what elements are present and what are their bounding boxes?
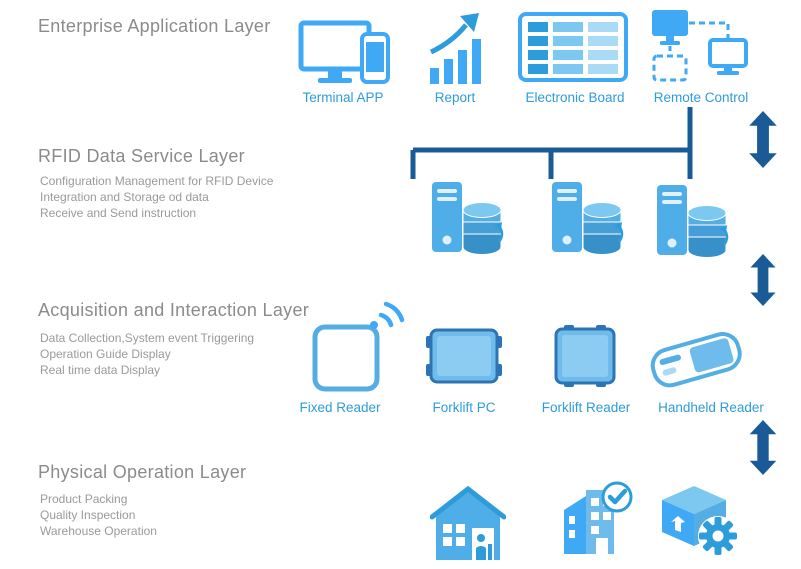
layer-title-rfid-data-service: RFID Data Service Layer (38, 146, 245, 166)
layer-title-enterprise-application: Enterprise Application Layer (38, 16, 271, 36)
remote-control-icon linked-monitors-icon (650, 8, 750, 88)
rfid-layer-subtext-3: Receive and Send instruction (40, 206, 197, 220)
handheld-reader-icon handheld-terminal-icon (648, 314, 743, 396)
rfid-layer-subtext-1: Configuration Management for RFID Device (40, 174, 274, 188)
acquisition-layer-subtext-2: Operation Guide Display (40, 347, 171, 361)
report-label: Report (434, 90, 476, 105)
layer-title-physical-operation: Physical Operation Layer (38, 462, 247, 482)
product-packing-icon warehouse-worker-icon (429, 485, 507, 562)
remote-control-label: Remote Control (653, 90, 749, 105)
physical-layer-subtext-3: Warehouse Operation (40, 524, 157, 538)
forklift-reader-label: Forklift Reader (541, 400, 631, 415)
forklift-reader-icon vehicle-reader-icon (552, 324, 618, 388)
rfid-layer-subtext-2: Integration and Storage od data (40, 190, 209, 204)
fixed-reader-label: Fixed Reader (299, 400, 381, 415)
handheld-reader-label: Handheld Reader (658, 400, 764, 415)
forklift-pc-icon vehicle-terminal-icon (425, 328, 503, 384)
terminal-app-label: Terminal APP (302, 90, 384, 105)
report-icon bar-chart-growth-icon (428, 12, 483, 86)
acquisition-layer-subtext-1: Data Collection,System event Triggering (40, 331, 255, 345)
forklift-pc-label: Forklift PC (432, 400, 496, 415)
quality-inspection-icon inspection-building-icon (556, 480, 634, 556)
acquisition-layer-subtext-3: Real time data Display (40, 363, 161, 377)
double-arrow-icon (749, 111, 777, 168)
electronic-board-icon data-table-icon (518, 12, 628, 82)
physical-layer-subtext-2: Quality Inspection (40, 508, 136, 522)
electronic-board-label: Electronic Board (525, 90, 625, 105)
server-database-icon (655, 183, 730, 261)
warehouse-operation-icon package-gear-icon (656, 480, 740, 558)
double-arrow-icon (750, 254, 776, 306)
terminal-app-icon monitor-phone-icon (298, 20, 393, 92)
layer-connector-lines (410, 107, 693, 179)
double-arrow-icon (749, 420, 777, 475)
fixed-reader-icon rfid-antenna-icon (312, 293, 407, 393)
server-database-icon (430, 180, 505, 258)
layer-title-acquisition-interaction: Acquisition and Interaction Layer (38, 300, 310, 320)
physical-layer-subtext-1: Product Packing (40, 492, 128, 506)
server-database-icon (550, 180, 625, 258)
